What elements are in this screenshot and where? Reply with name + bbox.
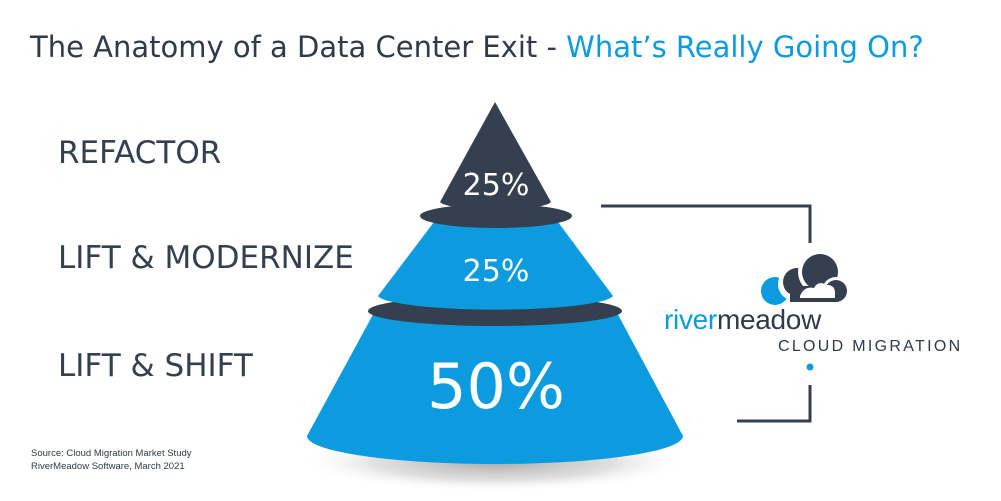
pyramid-tier-middle bbox=[378, 218, 613, 310]
title-main: The Anatomy of a Data Center Exit - bbox=[30, 30, 567, 64]
title-accent: What’s Really Going On? bbox=[566, 30, 924, 64]
bracket-upper bbox=[601, 204, 812, 243]
source-line-1: Source: Cloud Migration Market Study bbox=[31, 448, 192, 459]
tier-value-lift-modernize: 25% bbox=[463, 254, 530, 289]
cloud-logo-icon bbox=[761, 250, 850, 305]
tier-label-refactor: REFACTOR bbox=[58, 135, 222, 171]
pyramid-tier-bottom bbox=[307, 309, 683, 464]
tier-value-lift-shift: 50% bbox=[427, 350, 565, 423]
chart-title: The Anatomy of a Data Center Exit - What… bbox=[30, 30, 924, 64]
bracket-dot bbox=[806, 363, 814, 371]
brand-meadow: meadow bbox=[716, 304, 821, 335]
tier-label-lift-shift: LIFT & SHIFT bbox=[58, 348, 253, 384]
pyramid-tier-top bbox=[440, 102, 551, 210]
brand-tagline: CLOUD MIGRATION bbox=[778, 338, 963, 355]
tier-value-refactor: 25% bbox=[463, 168, 530, 203]
brand-wordmark: rivermeadow bbox=[664, 304, 821, 336]
source-note: Source: Cloud Migration Market Study Riv… bbox=[31, 447, 192, 473]
pyramid-separator-upper bbox=[420, 204, 572, 228]
bracket-lower bbox=[737, 385, 812, 423]
source-line-2: RiverMeadow Software, March 2021 bbox=[31, 461, 185, 472]
brand-river: river bbox=[664, 304, 717, 335]
tier-label-lift-modernize: LIFT & MODERNIZE bbox=[58, 240, 354, 276]
